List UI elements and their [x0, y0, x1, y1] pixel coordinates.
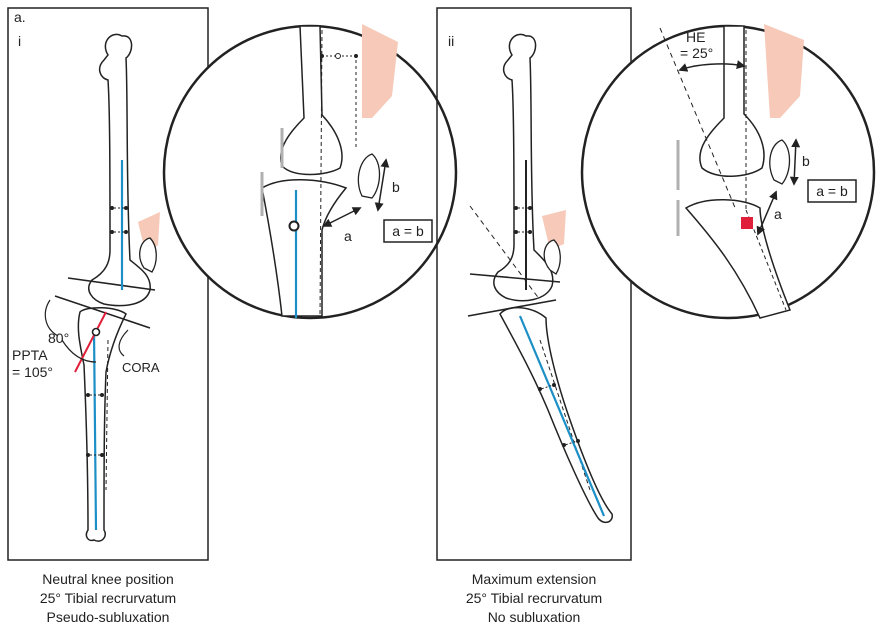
caption-ii: Maximum extension 25° Tibial recrurvatum… — [437, 570, 631, 627]
tibial-mechanical-axis-ii — [518, 315, 606, 517]
segment-markers-ii — [514, 206, 581, 447]
fibula-ii — [539, 339, 591, 491]
zoom-ii-he-line — [659, 27, 737, 211]
tibial-plateau-line-ii — [467, 299, 557, 317]
caption-ii-line-3: No subluxation — [487, 609, 581, 625]
zoom-i-eq-box — [383, 219, 433, 243]
panel-i: a. i 80° PPTA — [7, 7, 209, 561]
patella — [139, 237, 157, 273]
femoral-joint-line — [67, 277, 156, 291]
panel-i-label: i — [18, 33, 21, 49]
panel-ii: ii — [436, 7, 632, 561]
femur-bone — [88, 33, 151, 307]
zoom-i-label-b: b — [392, 179, 400, 195]
tibial-plateau-line — [54, 295, 151, 329]
zoom-i-femur — [279, 25, 343, 176]
ppta-label-line1: PPTA — [12, 347, 48, 363]
zoom-ii-he-arc — [678, 60, 746, 72]
zoom-i-arrow-b — [374, 158, 390, 212]
zoom-ii-eq-label: a = b — [816, 183, 848, 199]
extension-line-ii — [469, 205, 541, 301]
caption-i-line-2: 25° Tibial recrurvatum — [39, 590, 177, 606]
zoom-ii-eq-box — [807, 179, 857, 203]
zoom-ii-femur — [699, 25, 765, 177]
zoom-i-tendon — [362, 24, 398, 118]
zoom-i-ref-line — [319, 29, 323, 319]
femoral-joint-line-ii — [469, 273, 561, 283]
zoom-ii-label-he-1: HE — [686, 29, 705, 45]
panel-ii-label: ii — [448, 33, 454, 49]
zoom-ii-arrow-a — [756, 190, 778, 236]
cora-leader — [118, 329, 129, 357]
zoom-ii-label-b: b — [802, 153, 810, 169]
zoom-ii-marker — [741, 217, 753, 229]
zoom-i-eq-label: a = b — [392, 223, 424, 239]
zoom-i-arrow-a — [322, 207, 362, 227]
caption-i-line-3: Pseudo-subluxation — [46, 609, 170, 625]
zoom-i-cora-point — [288, 220, 300, 232]
panel-i-frame — [7, 7, 209, 561]
zoom-circle-ii: HE = 25° b a a = b — [580, 24, 876, 320]
caption-i: Neutral knee position 25° Tibial recrurv… — [8, 570, 208, 627]
ppta-label-line2: = 105° — [12, 364, 53, 380]
figure-label: a. — [14, 9, 26, 25]
patella-ii — [543, 239, 561, 275]
red-angle-line — [74, 311, 107, 373]
caption-ii-line-1: Maximum extension — [471, 571, 597, 587]
zoom-i-label-a: a — [344, 228, 352, 244]
patellar-tendon-ii — [542, 210, 566, 250]
cora-point — [91, 327, 101, 337]
zoom-ii-tibia — [684, 199, 792, 319]
tibia-bone — [77, 307, 127, 542]
tibial-mechanical-axis — [92, 329, 98, 531]
cora-label: CORA — [122, 360, 160, 375]
zoom-ii-patella — [769, 139, 791, 185]
zoom-ii-tendon — [764, 24, 804, 118]
angle-80-label: 80° — [48, 330, 69, 346]
caption-i-line-1: Neutral knee position — [42, 571, 174, 587]
caption-ii-line-2: 25° Tibial recrurvatum — [465, 590, 603, 606]
zoom-ii-label-a: a — [774, 206, 782, 222]
panel-ii-frame — [436, 7, 632, 561]
ppta-arc — [61, 339, 97, 363]
angle-80-arc — [44, 299, 59, 337]
tibia-bone-ii — [499, 306, 613, 524]
femur-bone-ii — [493, 33, 554, 302]
zoom-circle-i: b a a = b — [162, 24, 458, 320]
segment-markers — [86, 206, 128, 457]
zoom-ii-arrow-b — [789, 138, 801, 186]
zoom-ii-label-he-2: = 25° — [680, 45, 713, 61]
